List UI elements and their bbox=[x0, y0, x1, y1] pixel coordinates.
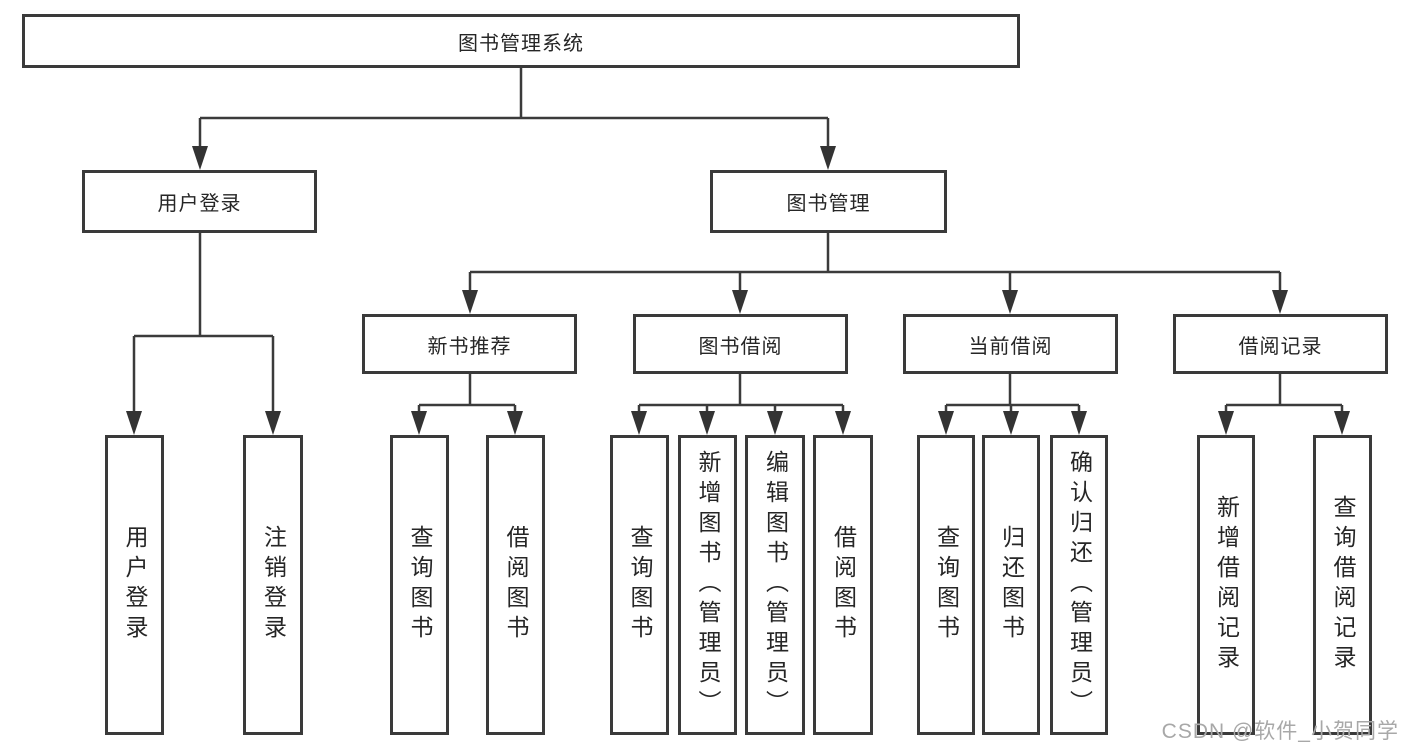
leaf-confirm-return-admin: 确认归还（管理员） bbox=[1050, 435, 1108, 735]
node-label: 图书借阅 bbox=[698, 335, 783, 358]
node-new-book-recommendation: 新书推荐 bbox=[362, 314, 577, 374]
node-label: 当前借阅 bbox=[968, 335, 1053, 358]
node-label: 图书管理 bbox=[786, 193, 871, 215]
node-book-borrowing: 图书借阅 bbox=[633, 314, 848, 374]
leaf-query-borrow-record: 查询借阅记录 bbox=[1313, 435, 1372, 735]
leaf-query-books-recommend: 查询图书 bbox=[390, 435, 449, 735]
leaf-edit-books-admin: 编辑图书（管理员） bbox=[745, 435, 805, 735]
node-label: 确认归还（管理员） bbox=[1066, 450, 1093, 720]
node-library-management-system: 图书管理系统 bbox=[22, 14, 1020, 68]
node-label: 注销登录 bbox=[260, 525, 287, 645]
node-label: 归还图书 bbox=[998, 525, 1025, 645]
node-label: 用户登录 bbox=[157, 193, 242, 215]
node-label: 图书管理系统 bbox=[458, 32, 584, 55]
node-label: 查询图书 bbox=[627, 525, 653, 645]
leaf-borrow-books: 借阅图书 bbox=[813, 435, 873, 735]
leaf-query-books-current: 查询图书 bbox=[917, 435, 975, 735]
leaf-borrow-books-recommend: 借阅图书 bbox=[486, 435, 545, 735]
leaf-query-books-borrow: 查询图书 bbox=[610, 435, 669, 735]
leaf-add-books-admin: 新增图书（管理员） bbox=[678, 435, 737, 735]
node-label: 借阅图书 bbox=[503, 525, 529, 645]
csdn-watermark: CSDN @软件_小贺同学 bbox=[1161, 720, 1399, 743]
node-label: 借阅图书 bbox=[830, 525, 857, 645]
leaf-logout: 注销登录 bbox=[243, 435, 303, 735]
node-label: 新增借阅记录 bbox=[1213, 495, 1240, 675]
node-label: 借阅记录 bbox=[1238, 335, 1323, 358]
leaf-add-borrow-record: 新增借阅记录 bbox=[1197, 435, 1255, 735]
leaf-return-books: 归还图书 bbox=[982, 435, 1040, 735]
leaf-user-login: 用户登录 bbox=[105, 435, 164, 735]
node-label: 用户登录 bbox=[122, 525, 148, 645]
node-current-borrowing: 当前借阅 bbox=[903, 314, 1118, 374]
node-book-management: 图书管理 bbox=[710, 170, 947, 233]
node-label: 新书推荐 bbox=[427, 335, 512, 358]
node-borrowing-records: 借阅记录 bbox=[1173, 314, 1388, 374]
node-label: 查询图书 bbox=[933, 525, 960, 645]
node-label: 编辑图书（管理员） bbox=[762, 450, 789, 720]
node-label: 新增图书（管理员） bbox=[695, 450, 721, 720]
node-label: 查询图书 bbox=[407, 525, 433, 645]
node-label: 查询借阅记录 bbox=[1330, 495, 1356, 675]
node-user-login: 用户登录 bbox=[82, 170, 317, 233]
